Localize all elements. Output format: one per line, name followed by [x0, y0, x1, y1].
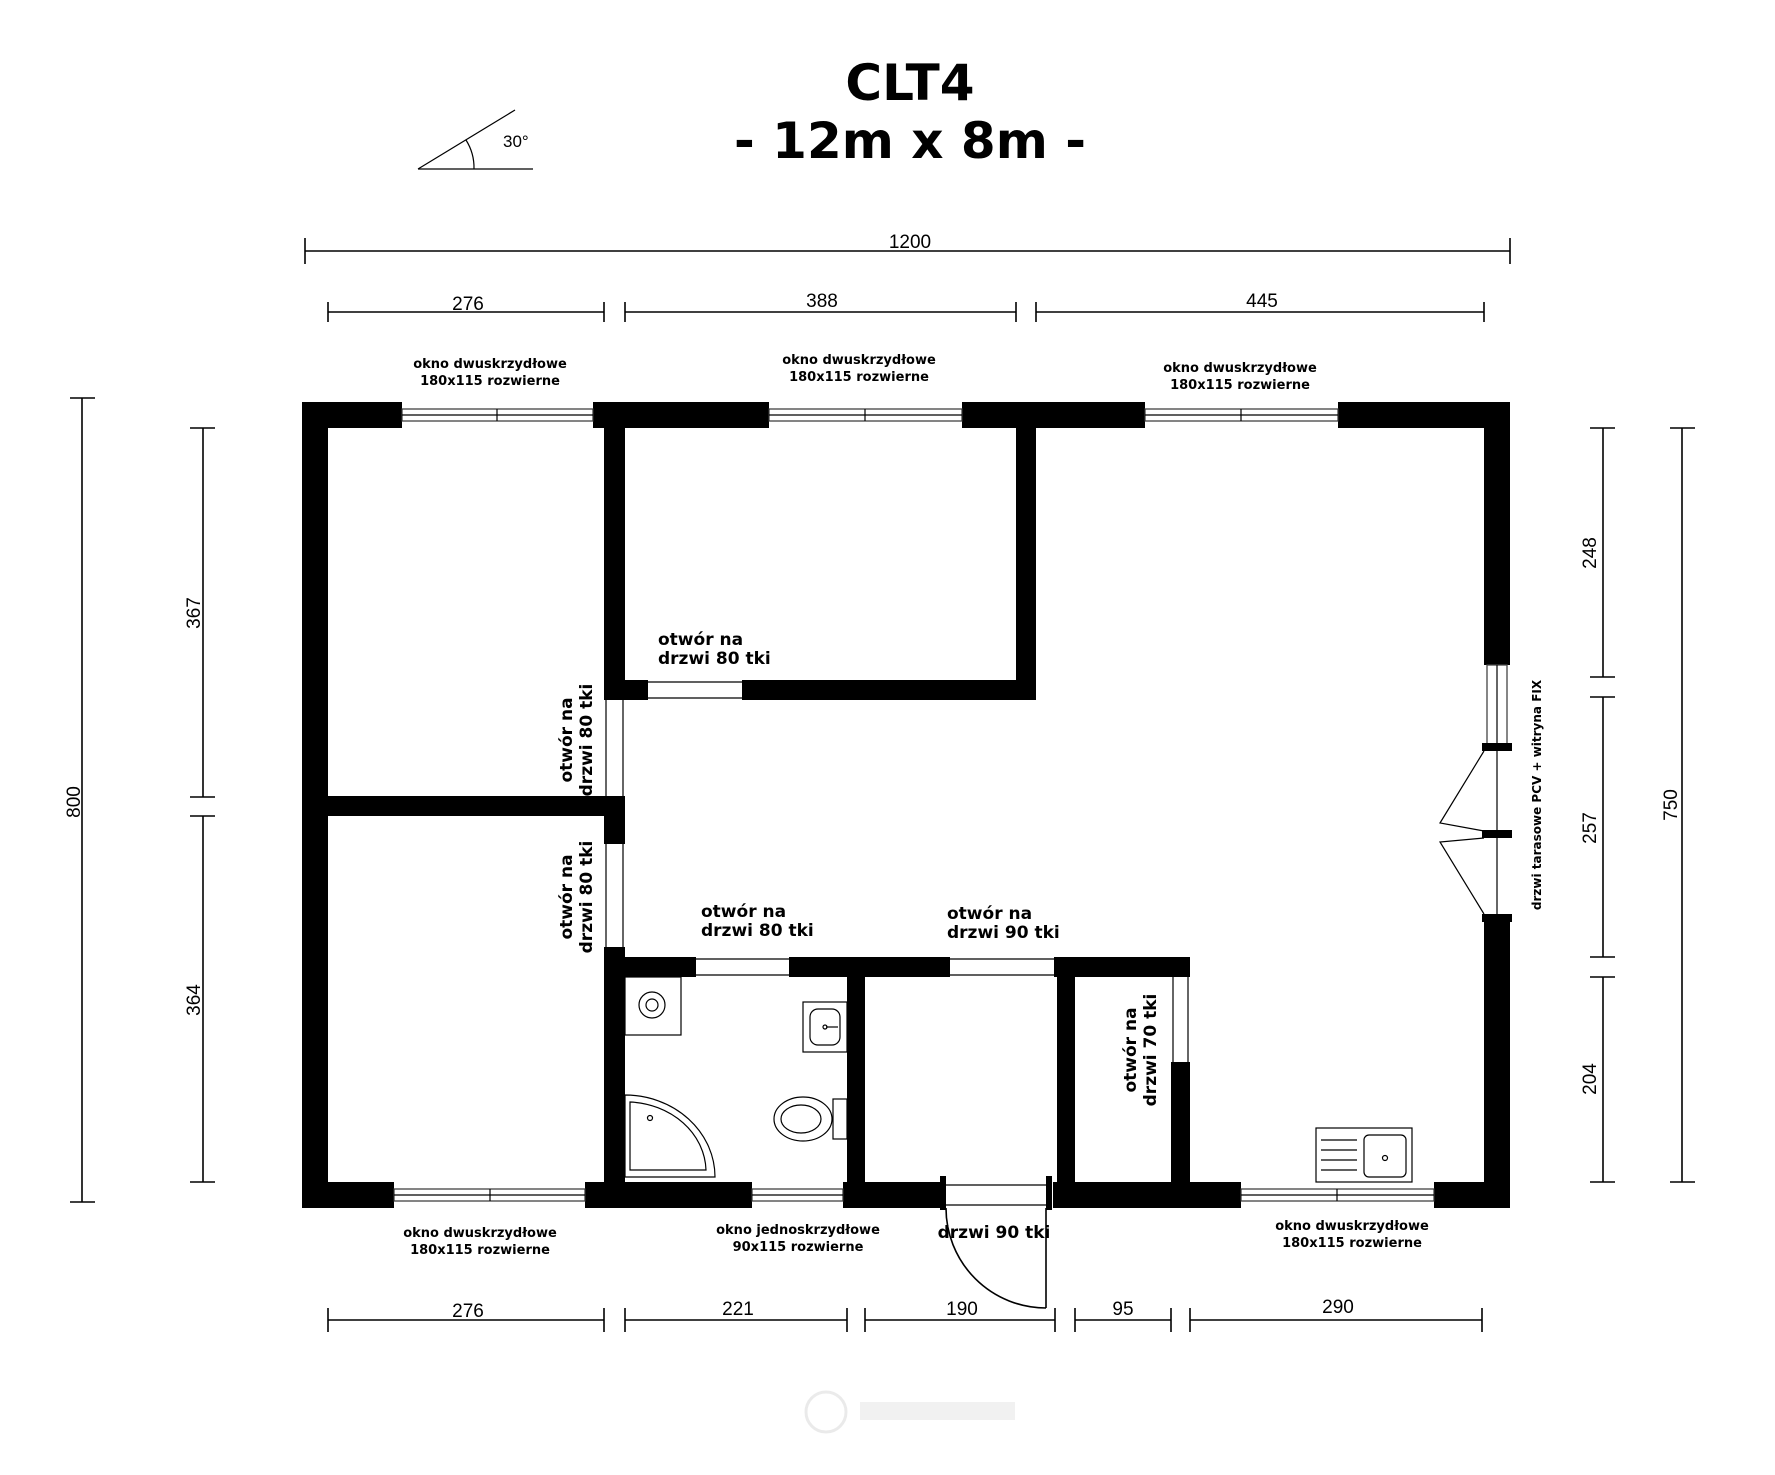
- entrance-door-label: drzwi 90 tki: [938, 1223, 1051, 1243]
- wall-segment: [604, 947, 625, 1182]
- wall-segment: [604, 680, 648, 700]
- kitchen-sink-icon: [1315, 1127, 1413, 1183]
- window-label: okno dwuskrzydłowe: [1275, 1219, 1429, 1234]
- plan-subtitle: - 12m x 8m -: [734, 112, 1086, 170]
- left-total-dimension: 800: [64, 397, 95, 1203]
- wall-segment: [843, 1182, 945, 1208]
- wall-segment: [742, 680, 1036, 700]
- window-label: okno dwuskrzydłowe: [1163, 361, 1317, 376]
- window-label: okno dwuskrzydłowe: [403, 1226, 557, 1241]
- opening-label: otwór na: [701, 902, 786, 922]
- window-label: 180x115 rozwierne: [420, 374, 560, 389]
- toilet-icon: [773, 1096, 833, 1142]
- roof-angle-symbol: 30°: [417, 109, 533, 170]
- window-label: 90x115 rozwierne: [733, 1240, 864, 1255]
- top-segment-dimensions: 276 388 445: [327, 291, 1485, 322]
- wall-segment: [593, 402, 769, 428]
- opening-label: otwór na: [1121, 1007, 1141, 1092]
- opening-label: otwór na: [557, 854, 577, 939]
- dimension-label: 190: [946, 1299, 978, 1320]
- wall-segment: [604, 796, 625, 844]
- opening-labels: otwór na drzwi 80 tki otwór na drzwi 80 …: [557, 630, 1544, 1243]
- terrace-door-label: drzwi tarasowe PCV + witryna FIX: [1530, 679, 1544, 910]
- opening-label: drzwi 70 tki: [1141, 994, 1161, 1107]
- entrance-door: [940, 1176, 1052, 1309]
- wall-segment: [604, 428, 625, 700]
- dimension-label: 248: [1580, 537, 1601, 569]
- opening-label: otwór na: [557, 697, 577, 782]
- shower-icon: [624, 1094, 716, 1178]
- window-label: okno jednoskrzydłowe: [716, 1223, 880, 1238]
- window-label: okno dwuskrzydłowe: [782, 353, 936, 368]
- window-label: 180x115 rozwierne: [1170, 378, 1310, 393]
- wall-segment: [1484, 402, 1510, 665]
- dimension-label: 750: [1661, 789, 1682, 821]
- toilet-tank-icon: [832, 1098, 848, 1140]
- windows: [393, 408, 1435, 1202]
- window-label: 180x115 rozwierne: [789, 370, 929, 385]
- window-labels: okno dwuskrzydłowe 180x115 rozwierne okn…: [403, 353, 1429, 1258]
- washing-machine-icon: [624, 976, 682, 1036]
- watermark-logo: [804, 1390, 1015, 1434]
- dimension-label: 276: [452, 1301, 484, 1322]
- right-segment-dimensions: 248 257 204: [1580, 427, 1615, 1183]
- bathroom-fixtures: [624, 976, 848, 1178]
- walls: [302, 402, 1510, 1208]
- dimension-label: 290: [1322, 1297, 1354, 1318]
- wall-segment: [1338, 402, 1510, 428]
- dimension-label: 95: [1112, 1299, 1133, 1320]
- wall-segment: [1171, 1062, 1190, 1182]
- opening-label: drzwi 80 tki: [577, 684, 597, 797]
- roof-angle-label: 30°: [503, 132, 529, 151]
- wall-segment: [1054, 957, 1190, 977]
- left-segment-dimensions: 367 364: [184, 427, 215, 1183]
- dimension-label: 1200: [889, 232, 931, 253]
- dimension-label: 364: [184, 984, 205, 1016]
- window-label: 180x115 rozwierne: [410, 1243, 550, 1258]
- right-total-dimension: 750: [1661, 427, 1695, 1183]
- dimension-label: 204: [1580, 1063, 1601, 1095]
- wall-segment: [1484, 922, 1510, 1208]
- dimension-label: 800: [64, 786, 85, 818]
- dimension-label: 445: [1246, 291, 1278, 312]
- bottom-segment-dimensions: 276 221 190 95 290: [327, 1297, 1483, 1332]
- wall-segment: [585, 1182, 752, 1208]
- opening-label: drzwi 90 tki: [947, 923, 1060, 943]
- dimension-label: 276: [452, 294, 484, 315]
- wall-segment: [847, 977, 865, 1182]
- door-openings: [605, 681, 1189, 1062]
- dimension-label: 257: [1580, 812, 1601, 844]
- window-label: okno dwuskrzydłowe: [413, 357, 567, 372]
- dimension-label: 367: [184, 597, 205, 629]
- opening-label: otwór na: [947, 904, 1032, 924]
- washbasin-icon: [802, 1001, 848, 1053]
- window-label: 180x115 rozwierne: [1282, 1236, 1422, 1251]
- terrace-door: [1438, 664, 1512, 922]
- top-total-dimension: 1200: [304, 232, 1511, 264]
- wall-segment: [1016, 428, 1036, 700]
- opening-label: otwór na: [658, 630, 743, 650]
- wall-segment: [302, 402, 328, 1208]
- wall-segment: [328, 796, 625, 816]
- wall-segment: [789, 957, 950, 977]
- wall-segment: [1057, 977, 1075, 1182]
- wall-segment: [1053, 1182, 1241, 1208]
- wall-segment: [604, 957, 696, 977]
- opening-label: drzwi 80 tki: [577, 841, 597, 954]
- opening-label: drzwi 80 tki: [701, 921, 814, 941]
- plan-title: CLT4: [845, 54, 974, 112]
- wall-segment: [962, 402, 1145, 428]
- dimension-label: 388: [806, 291, 838, 312]
- opening-label: drzwi 80 tki: [658, 649, 771, 669]
- dimension-label: 221: [722, 1299, 754, 1320]
